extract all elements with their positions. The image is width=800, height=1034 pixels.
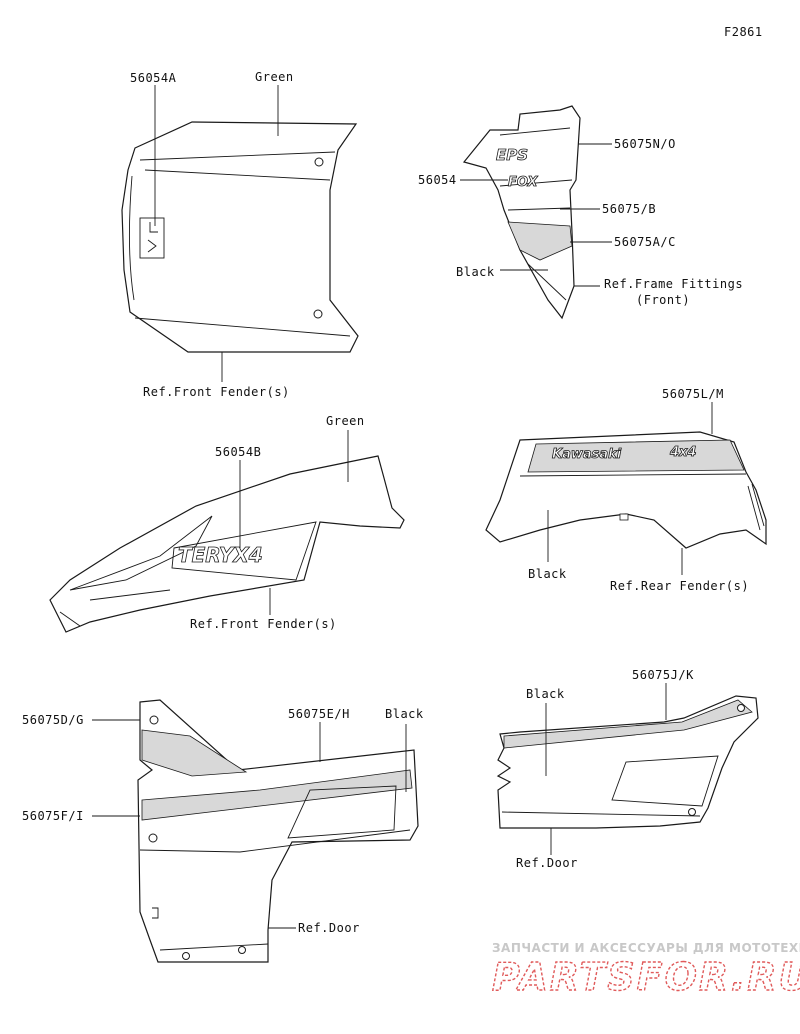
label-doorL-black: Black [385,707,424,721]
hood-part [121,121,359,353]
label-56075A-C: 56075A/C [614,235,676,249]
label-56075N-O: 56075N/O [614,137,676,151]
rear-fender-part: Kawasaki 4x4 [485,431,767,549]
side-panel-part: EPS FOX [462,105,581,320]
label-hood-green: Green [255,70,294,84]
panel-fox-decal: FOX [508,175,538,190]
rear-4x4-decal: 4x4 [669,445,696,460]
label-56075E-H: 56075E/H [288,707,350,721]
right-door-part [496,695,759,829]
panel-eps-decal: EPS [496,146,528,164]
label-56054: 56054 [418,173,457,187]
watermark-logo: PARTSFOR.RU [492,955,800,999]
label-56054A: 56054A [130,71,177,85]
front-fender-part: TERYX4 [49,455,405,633]
label-rear-ref: Ref.Rear Fender(s) [610,579,749,593]
label-56075L-M: 56075L/M [662,387,724,401]
label-doorL-ref: Ref.Door [298,921,360,935]
label-56075D-G: 56075D/G [22,713,84,727]
label-doorR-black: Black [526,687,565,701]
hood-decal-56054A [139,217,165,259]
label-fender-ref: Ref.Front Fender(s) [190,617,337,631]
label-hood-ref-front-fender: Ref.Front Fender(s) [143,385,290,399]
label-panel-ref-line1: Ref.Frame Fittings [604,277,743,291]
rear-kawasaki-decal: Kawasaki [552,447,622,462]
label-panel-ref-line2: (Front) [636,293,690,307]
label-56054B: 56054B [215,445,261,459]
watermark-tagline: ЗАПЧАСТИ И АКСЕССУАРЫ ДЛЯ МОТОТЕХНИКИ [492,941,800,955]
left-door-part [137,699,419,963]
label-fender-green: Green [326,414,365,428]
figure-id: F2861 [724,25,763,39]
label-doorR-ref: Ref.Door [516,856,578,870]
label-56075F-I: 56075F/I [22,809,84,823]
label-panel-black: Black [456,265,495,279]
label-56075-B: 56075/B [602,202,656,216]
fender-teryx-decal: TERYX4 [178,543,263,567]
label-56075J-K: 56075J/K [632,668,694,682]
label-rear-black: Black [528,567,567,581]
